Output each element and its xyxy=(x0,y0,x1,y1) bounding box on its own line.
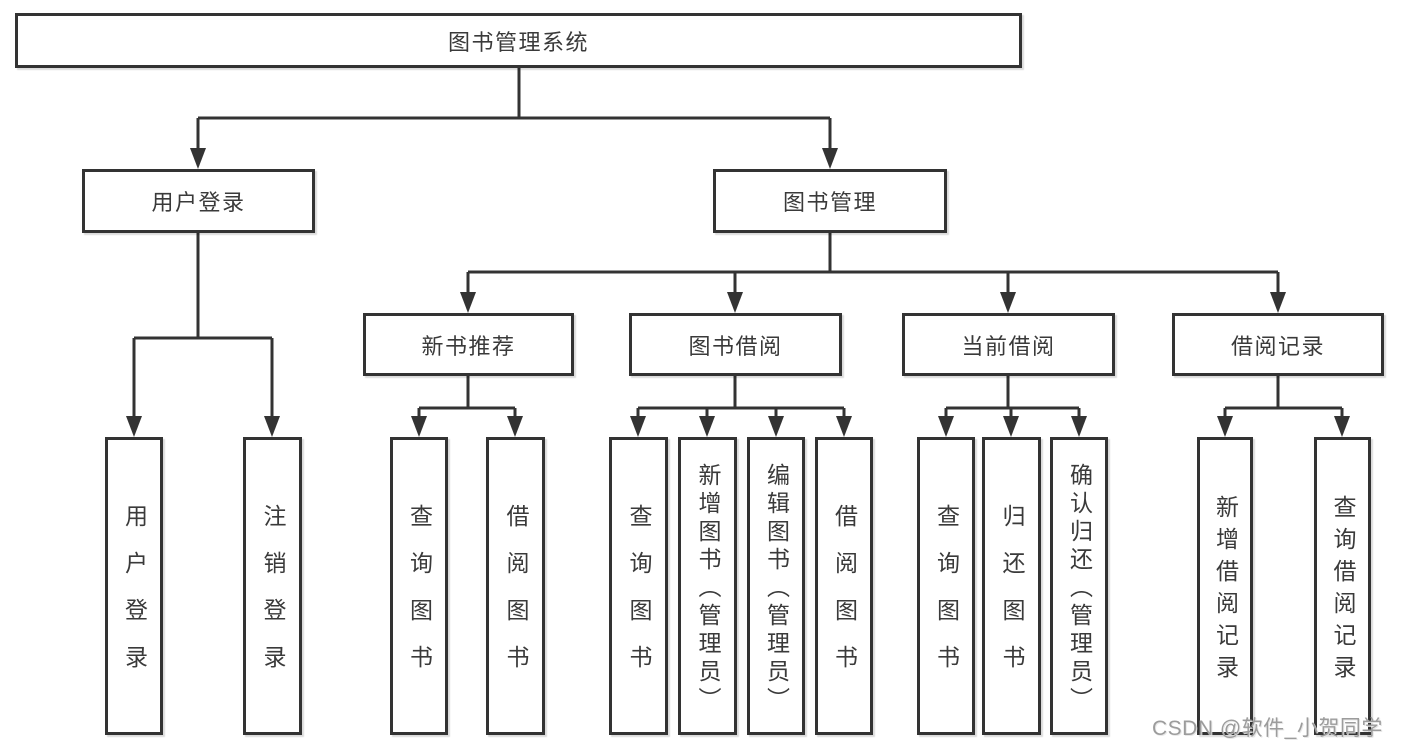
node-book-borrowing: 图书借阅 xyxy=(629,313,842,376)
leaf-query-borrow-record: 查询借阅记录 xyxy=(1314,437,1371,735)
tree-edges xyxy=(132,68,1344,418)
node-current-borrowing: 当前借阅 xyxy=(902,313,1115,376)
leaf-borrow-books-recommend: 借阅图书 xyxy=(486,437,545,735)
leaf-confirm-return-admin: 确认归还（管理员） xyxy=(1050,437,1108,735)
node-library-management-system: 图书管理系统 xyxy=(15,13,1022,68)
node-book-management: 图书管理 xyxy=(713,169,947,233)
node-borrowing-records: 借阅记录 xyxy=(1172,313,1384,376)
leaf-return-book: 归还图书 xyxy=(982,437,1041,735)
leaf-edit-book-admin: 编辑图书（管理员） xyxy=(747,437,805,735)
leaf-borrow-books: 借阅图书 xyxy=(815,437,873,735)
node-new-book-recommendation: 新书推荐 xyxy=(363,313,574,376)
leaf-query-books-recommend: 查询图书 xyxy=(390,437,448,735)
node-user-login: 用户登录 xyxy=(82,169,315,233)
leaf-query-books-borrow: 查询图书 xyxy=(609,437,668,735)
leaf-user-login: 用户登录 xyxy=(105,437,163,735)
arrow-down-icons xyxy=(126,148,1350,437)
csdn-watermark: CSDN @软件_小贺同学 xyxy=(1152,717,1383,740)
leaf-add-borrow-record: 新增借阅记录 xyxy=(1197,437,1253,735)
leaf-query-books-current: 查询图书 xyxy=(917,437,975,735)
leaf-add-book-admin: 新增图书（管理员） xyxy=(678,437,737,735)
leaf-logout: 注销登录 xyxy=(243,437,302,735)
